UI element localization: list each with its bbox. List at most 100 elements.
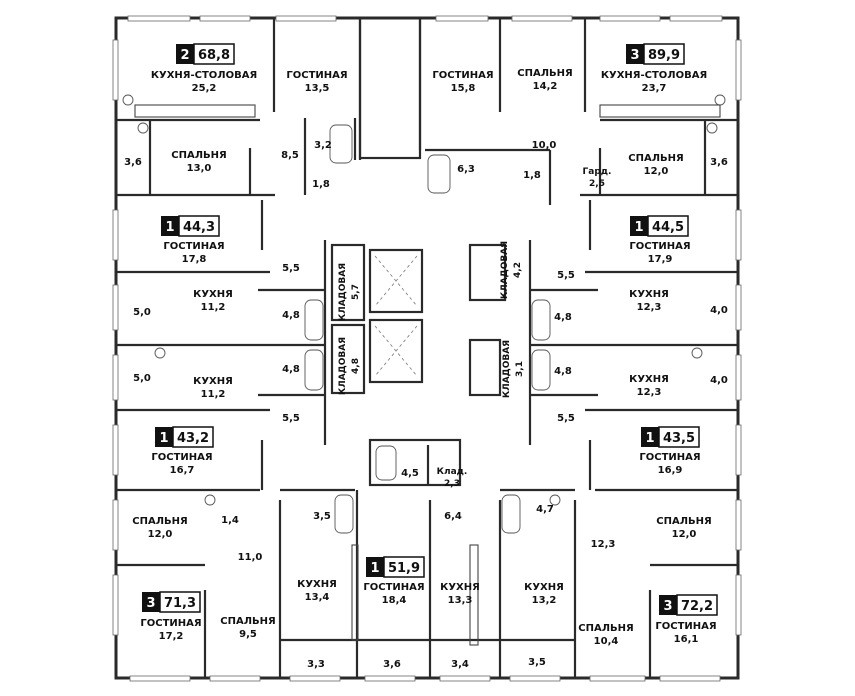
area-value: 1,4	[221, 515, 239, 526]
room-name: ГОСТИНАЯ	[432, 70, 493, 81]
area-value: 3,2	[314, 140, 332, 151]
area-value: 3,5	[528, 657, 546, 668]
room-name: КУХНЯ	[629, 374, 669, 385]
area-value: 4,8	[282, 364, 300, 375]
apartment-rooms: 1	[165, 220, 174, 235]
room-name: ГОСТИНАЯ	[363, 582, 424, 593]
room-area: 12,3	[637, 302, 662, 313]
area-value: 5,0	[133, 373, 151, 384]
area-value: 4,7	[536, 504, 554, 515]
apartment-area: 72,2	[681, 599, 713, 614]
apartment-badge: 1 44,3	[161, 215, 220, 237]
room-name: Гард.	[583, 167, 612, 177]
room-area: 13,0	[187, 163, 212, 174]
apartment-area: 43,5	[663, 431, 695, 446]
room-area: 2,3	[444, 479, 460, 489]
room-area: 12,0	[644, 166, 669, 177]
room-area: 16,9	[658, 465, 683, 476]
room-name: КЛАДОВАЯ	[338, 337, 348, 395]
room-name: ГОСТИНАЯ	[639, 452, 700, 463]
room-area: 23,7	[642, 83, 667, 94]
room-name: КУХНЯ	[193, 376, 233, 387]
room-name: КЛАДОВАЯ	[500, 241, 510, 299]
apartment-area: 68,8	[198, 48, 230, 63]
room-name: ГОСТИНАЯ	[286, 70, 347, 81]
room-area: 17,9	[648, 254, 673, 265]
room-name: Клад.	[437, 467, 468, 477]
room-area: 16,1	[674, 634, 699, 645]
apartment-rooms: 1	[634, 220, 643, 235]
room-name: СПАЛЬНЯ	[517, 68, 572, 79]
room-name: КУХНЯ	[193, 289, 233, 300]
apartment-rooms: 3	[663, 599, 672, 614]
area-value: 4,8	[282, 310, 300, 321]
room-area: 5,7	[351, 284, 361, 300]
room-name: СПАЛЬНЯ	[628, 153, 683, 164]
storage-labels: КЛАДОВАЯ 5,7 КЛАДОВАЯ 4,8 КЛАДОВАЯ 4,2 К…	[338, 241, 525, 398]
area-value: 4,8	[554, 366, 572, 377]
room-name: ГОСТИНАЯ	[140, 618, 201, 629]
apartment-badge: 3 72,2	[659, 594, 718, 616]
area-value: 5,0	[133, 307, 151, 318]
fixtures	[122, 94, 726, 646]
room-area: 13,3	[448, 595, 473, 606]
area-value: 3,6	[710, 157, 728, 168]
apartment-area: 44,5	[652, 220, 684, 235]
room-name: СПАЛЬНЯ	[220, 616, 275, 627]
area-value: 11,0	[238, 552, 263, 563]
area-value: 5,5	[557, 413, 575, 424]
apartment-badges: 2 68,8 3 89,9 1 44,3 1 44,5 1 43,2	[142, 43, 718, 616]
room-name: СПАЛЬНЯ	[656, 516, 711, 527]
area-value: 3,6	[383, 659, 401, 670]
area-value: 5,5	[282, 413, 300, 424]
room-area: 11,2	[201, 389, 226, 400]
interior-walls	[116, 16, 738, 678]
room-area: 9,5	[239, 629, 257, 640]
apartment-badge: 1 51,9	[366, 556, 425, 578]
apartment-rooms: 3	[630, 48, 639, 63]
apartment-badge: 1 43,5	[641, 426, 700, 448]
apartment-area: 51,9	[388, 561, 420, 576]
apartment-rooms: 1	[370, 561, 379, 576]
room-name: ГОСТИНАЯ	[163, 241, 224, 252]
area-value: 10,0	[532, 140, 557, 151]
apartment-rooms: 1	[159, 431, 168, 446]
room-area: 14,2	[533, 81, 558, 92]
apartment-badge: 1 43,2	[155, 426, 214, 448]
area-value: 3,4	[451, 659, 469, 670]
room-area: 11,2	[201, 302, 226, 313]
area-value: 5,5	[557, 270, 575, 281]
apartment-badge: 3 89,9	[626, 43, 685, 65]
area-value: 4,8	[554, 312, 572, 323]
area-value: 1,8	[523, 170, 541, 181]
room-name: КУХНЯ	[297, 579, 337, 590]
room-name: КУХНЯ-СТОЛОВАЯ	[601, 70, 707, 81]
area-value: 3,6	[124, 157, 142, 168]
area-value: 1,8	[312, 179, 330, 190]
area-value: 3,5	[313, 511, 331, 522]
room-name: КУХНЯ	[440, 582, 480, 593]
area-value: 5,5	[282, 263, 300, 274]
apartment-badge: 1 44,5	[630, 215, 689, 237]
room-name: ГОСТИНАЯ	[151, 452, 212, 463]
room-name: КУХНЯ-СТОЛОВАЯ	[151, 70, 257, 81]
room-area: 4,2	[513, 262, 523, 278]
room-area: 2,5	[589, 179, 605, 189]
area-value: 12,3	[591, 539, 616, 550]
apartment-badge: 3 71,3	[142, 591, 201, 613]
room-area: 15,8	[451, 83, 476, 94]
apartment-rooms: 3	[146, 596, 155, 611]
room-name: СПАЛЬНЯ	[132, 516, 187, 527]
room-area: 13,5	[305, 83, 330, 94]
room-area: 4,8	[351, 358, 361, 374]
room-name: СПАЛЬНЯ	[171, 150, 226, 161]
room-name: КУХНЯ	[629, 289, 669, 300]
building-shell	[112, 15, 742, 682]
room-area: 25,2	[192, 83, 217, 94]
room-area: 13,2	[532, 595, 557, 606]
room-area: 17,8	[182, 254, 207, 265]
room-name: СПАЛЬНЯ	[578, 623, 633, 634]
room-name: ГОСТИНАЯ	[629, 241, 690, 252]
room-area: 12,0	[672, 529, 697, 540]
